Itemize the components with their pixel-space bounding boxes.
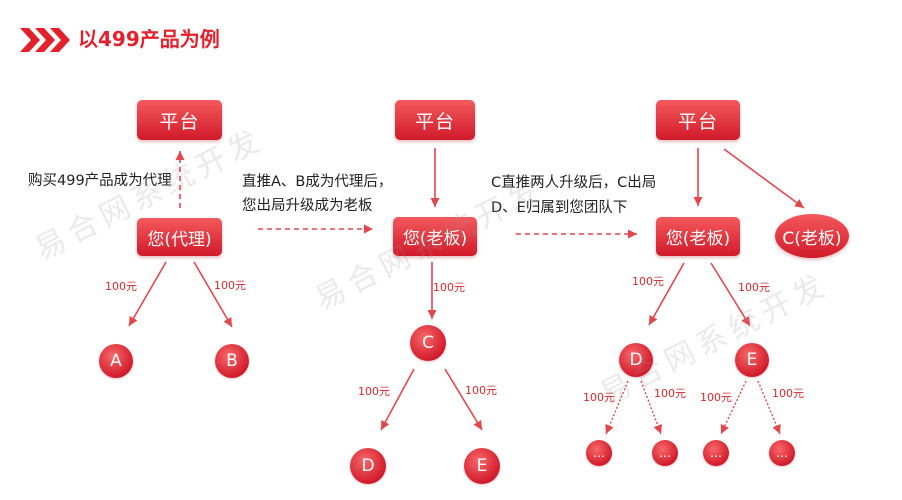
amount-label: 100元 — [632, 275, 664, 288]
node-d-step2: D — [350, 448, 386, 484]
platform-node-step1: 平台 — [137, 100, 222, 140]
amount-label: 100元 — [583, 391, 615, 404]
note-buy-product: 购买499产品成为代理 — [28, 173, 172, 189]
node-b: B — [215, 344, 249, 378]
amount-label: 100元 — [465, 384, 497, 397]
amount-label: 100元 — [654, 387, 686, 400]
node-d-step3: D — [619, 343, 653, 377]
amount-label: 100元 — [700, 391, 732, 404]
chevron-shape — [20, 28, 40, 52]
transition2-line2: D、E归属到您团队下 — [491, 200, 628, 216]
arrow-d-to-more-left — [605, 380, 629, 435]
arrow-boss-to-e — [710, 262, 751, 327]
chevron-arrows-icon — [20, 28, 70, 52]
arrow-c-to-d — [380, 368, 415, 431]
transition1-line2: 您出局升级成为老板 — [242, 198, 373, 214]
arrow-platform-to-c-boss — [723, 148, 805, 209]
arrow-e-to-more-right — [757, 380, 781, 435]
platform-node-step2: 平台 — [395, 100, 475, 140]
page-title: 以499产品为例 — [78, 27, 220, 51]
node-a: A — [99, 344, 133, 378]
amount-label: 100元 — [105, 280, 137, 293]
you-boss-node-step2: 您(老板) — [393, 217, 477, 256]
transition2-line1: C直推两人升级后，C出局 — [491, 175, 657, 191]
amount-label: 100元 — [433, 281, 465, 294]
amount-label: 100元 — [738, 281, 770, 294]
arrow-e-to-more-left — [720, 380, 747, 435]
arrow-d-to-more-right — [640, 380, 663, 435]
c-boss-node: C(老板) — [775, 214, 849, 258]
arrow-c-to-e — [444, 368, 483, 431]
arrow-agent-to-a — [128, 261, 167, 327]
you-agent-node: 您(代理) — [137, 218, 222, 256]
node-e-step2: E — [464, 448, 500, 484]
node-e-step3: E — [735, 343, 769, 377]
more-node: … — [703, 440, 729, 466]
amount-label: 100元 — [214, 279, 246, 292]
platform-node-step3: 平台 — [656, 100, 740, 140]
more-node: … — [652, 440, 678, 466]
node-c: C — [410, 325, 446, 361]
more-node: … — [769, 440, 795, 466]
amount-label: 100元 — [772, 387, 804, 400]
transition1-line1: 直推A、B成为代理后， — [242, 174, 393, 190]
you-boss-node-step3: 您(老板) — [656, 217, 740, 256]
more-node: … — [586, 440, 612, 466]
amount-label: 100元 — [358, 385, 390, 398]
chevron-shape — [50, 28, 70, 52]
chevron-shape — [35, 28, 55, 52]
arrow-boss-to-d — [648, 262, 685, 326]
arrow-agent-to-b — [193, 261, 233, 328]
